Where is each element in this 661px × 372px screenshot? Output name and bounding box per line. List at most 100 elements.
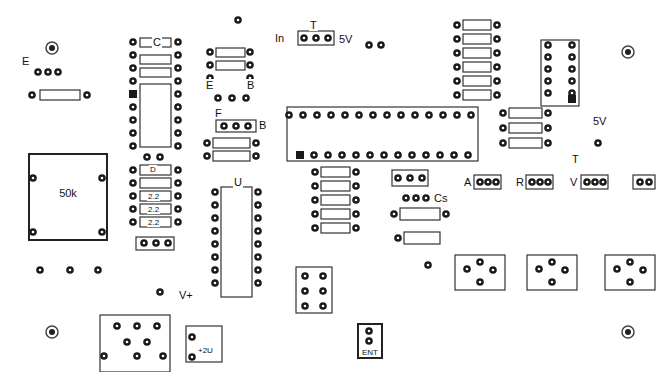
solder-pad (453, 63, 461, 71)
component-outline (140, 165, 171, 175)
solder-pad (254, 227, 262, 235)
solder-pad (301, 272, 309, 280)
solder-pad (129, 192, 137, 200)
solder-pad (66, 266, 74, 274)
solder-pad (599, 178, 607, 186)
solder-pad (499, 124, 507, 132)
silkscreen-label: T (309, 19, 318, 31)
square-pad (296, 151, 304, 159)
solder-pad (493, 35, 501, 43)
solder-pad (133, 322, 141, 330)
solder-pad (133, 352, 141, 360)
solder-pad (254, 266, 262, 274)
solder-pad (44, 68, 52, 76)
solder-pad (418, 174, 426, 182)
silkscreen-label: 5V (592, 115, 607, 127)
solder-pad (174, 77, 182, 85)
solder-pad (397, 111, 405, 119)
solder-pad (129, 205, 137, 213)
component-outline (140, 55, 171, 64)
component-outline (321, 209, 350, 219)
solder-pad (463, 265, 471, 273)
silkscreen-label: T (571, 153, 580, 165)
solder-pad (383, 111, 391, 119)
solder-pad (626, 278, 634, 286)
component-outline (605, 255, 655, 290)
component-outline (140, 217, 171, 227)
solder-pad (352, 210, 360, 218)
solder-pad (152, 239, 160, 247)
solder-pad (310, 151, 318, 159)
solder-pad (254, 201, 262, 209)
silkscreen-label: 5V (338, 33, 353, 45)
solder-pad (493, 63, 501, 71)
solder-pad (406, 174, 414, 182)
component-outline (140, 204, 171, 214)
solder-pad (143, 338, 151, 346)
solder-pad (174, 90, 182, 98)
solder-pad (211, 227, 219, 235)
solder-pad (424, 261, 432, 269)
component-outline (400, 208, 440, 220)
solder-pad (203, 152, 211, 160)
solder-pad (583, 178, 591, 186)
solder-pad (246, 61, 254, 69)
solder-pad (220, 122, 228, 130)
silkscreen-label: C (152, 36, 162, 48)
solder-pad (252, 139, 260, 147)
node-text: ENT (361, 348, 379, 357)
solder-pad (390, 210, 398, 218)
solder-pad (174, 179, 182, 187)
solder-pad (232, 122, 240, 130)
solder-pad (493, 77, 501, 85)
solder-pad (28, 91, 36, 99)
solder-pad (211, 201, 219, 209)
solder-pad (129, 116, 137, 124)
solder-pad (544, 109, 552, 117)
component-outline (463, 48, 491, 58)
component-outline (216, 48, 245, 57)
solder-pad (123, 338, 131, 346)
solder-pad (312, 34, 320, 42)
solder-pad (341, 111, 349, 119)
solder-pad (174, 64, 182, 72)
mounting-hole (622, 46, 634, 58)
component-outline (186, 326, 222, 362)
silkscreen-label: V+ (178, 289, 194, 301)
component-outline (216, 120, 256, 132)
solder-pad (568, 41, 576, 49)
solder-pad (338, 151, 346, 159)
silkscreen-label: 2.2 (147, 192, 160, 201)
component-outline (321, 181, 350, 191)
silkscreen-label: R (515, 176, 525, 188)
solder-pad (422, 194, 430, 202)
square-pad (568, 95, 576, 103)
solder-pad (296, 151, 304, 159)
solder-pad (301, 302, 309, 310)
solder-pad (453, 77, 461, 85)
solder-pad (319, 287, 327, 295)
solder-pad (299, 111, 307, 119)
solder-pad (129, 77, 137, 85)
solder-pad (366, 151, 374, 159)
solder-pad (365, 337, 373, 345)
component-outline (287, 107, 478, 161)
solder-pad (436, 151, 444, 159)
solder-pad (129, 166, 137, 174)
solder-pad (156, 288, 164, 296)
component-outline (216, 61, 245, 70)
solder-pad (174, 142, 182, 150)
solder-pad (319, 302, 327, 310)
component-outline (463, 90, 491, 100)
solder-pad (203, 139, 211, 147)
solder-pad (188, 333, 196, 341)
mounting-hole (46, 42, 58, 54)
solder-pad (242, 94, 250, 102)
solder-pad (174, 205, 182, 213)
node-text: 50k (58, 187, 78, 199)
solder-pad (568, 65, 576, 73)
solder-pad (164, 239, 172, 247)
solder-pad (544, 139, 552, 147)
solder-pad (352, 182, 360, 190)
solder-pad (29, 174, 37, 182)
